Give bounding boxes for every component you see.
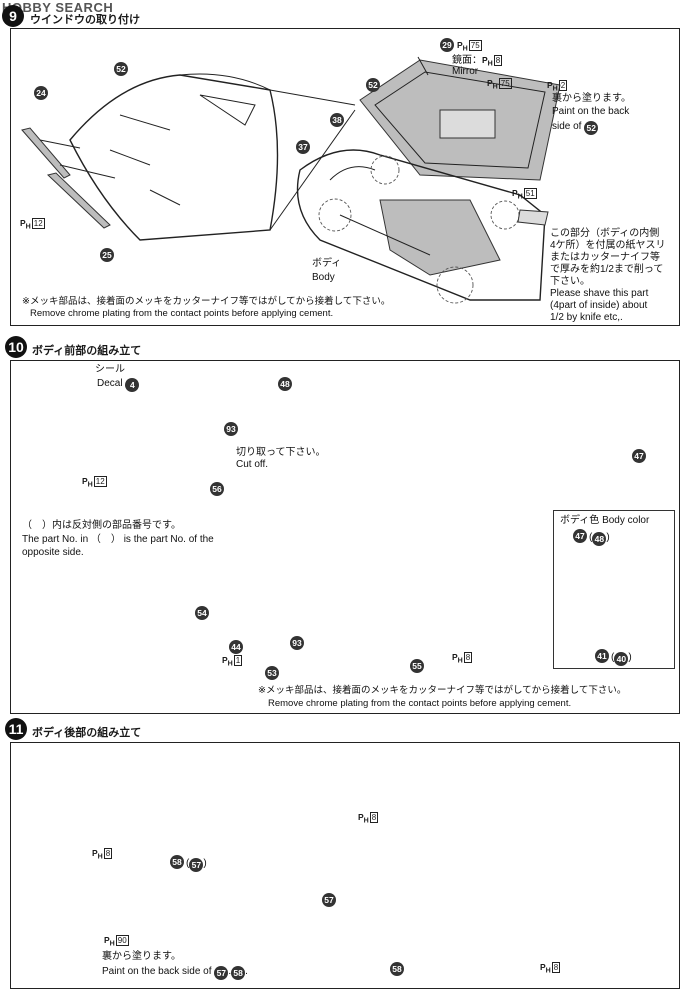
shave-jp-1: この部分（ボディの内側 [550, 228, 660, 239]
part-58-marker: 58 [170, 855, 184, 869]
back-paint-en1: Paint on the back [552, 106, 630, 117]
part-52-marker: 52 [114, 62, 128, 76]
part-48-marker: 48 [278, 377, 292, 391]
shave-en-1: Please shave this part [550, 288, 649, 299]
shave-jp-3: またはカッターナイフ等 [550, 252, 660, 263]
part-93b-marker: 93 [290, 636, 304, 650]
body-en-label: Body [312, 272, 335, 283]
body-jp-label: ボディ [312, 258, 342, 269]
back-paint-en2: side of 52 [552, 119, 599, 135]
step-9-title: ウインドウの取り付け [30, 14, 140, 26]
cut-en-label: Cut off. [236, 459, 269, 470]
part-41-marker: 41 [595, 649, 609, 663]
part-57-opposite: (57) [186, 858, 207, 872]
cut-jp-label: 切り取って下さい。 [236, 447, 326, 458]
step-11-badge: 11 [5, 718, 27, 740]
part-53-marker: 53 [265, 666, 279, 680]
step-11-panel [10, 742, 680, 989]
body-color-box [553, 510, 675, 669]
part-37-marker: 37 [296, 140, 310, 154]
step-10-title: ボディ前部の組み立て [32, 345, 142, 357]
watermark-logo: HOBBY SEARCH [2, 0, 114, 15]
step-10-badge: 10 [5, 336, 27, 358]
part-24-marker: 24 [34, 86, 48, 100]
step-9-note-jp: ※メッキ部品は、接着面のメッキをカッターナイフ等ではがしてから接着して下さい。 [22, 296, 391, 307]
shave-en-2: (4part of inside) about [550, 300, 648, 311]
part-48-opposite: (48) [589, 532, 610, 546]
part-58b-marker: 58 [390, 962, 404, 976]
back-paint-jp-11: 裏から塗ります。 [102, 951, 181, 962]
shave-jp-5: 下さい。 [550, 276, 590, 287]
part-29-marker: 29 [440, 38, 454, 52]
part-54-marker: 54 [195, 606, 209, 620]
part-40-opposite: (40) [611, 652, 632, 666]
mirror-en-label: Mirror [452, 66, 479, 77]
roof-window-drawing [359, 56, 561, 181]
opposite-note-jp: （ ）内は反対側の部品番号です。 [22, 520, 181, 531]
windshield-drawing [69, 73, 279, 241]
opposite-note-en1: The part No. in （ ） is the part No. of t… [22, 534, 214, 545]
part-25-marker: 25 [100, 248, 114, 262]
step-10-panel [10, 360, 680, 714]
step-9-note-en: Remove chrome plating from the contact p… [30, 308, 334, 319]
step-9-badge: 9 [2, 5, 24, 27]
part-44-marker: 44 [229, 640, 243, 654]
part-93-marker: 93 [224, 422, 238, 436]
step-11-title: ボディ後部の組み立て [32, 727, 142, 739]
decal-jp-label: シール [95, 364, 125, 375]
shave-jp-4: で厚みを約1/2まで削って [550, 264, 664, 275]
back-paint-en-11: Paint on the back side of 57.58. [102, 966, 248, 980]
body-color-label: ボディ色 Body color [560, 515, 650, 526]
shave-jp-2: 4ケ所）を付属の紙ヤスリ [550, 240, 666, 251]
part-56-marker: 56 [210, 482, 224, 496]
opposite-note-en2: opposite side. [22, 547, 84, 558]
car-body-drawing [296, 149, 549, 304]
wiper-drawing [21, 127, 116, 229]
back-paint-jp: 裏から塗ります。 [552, 93, 631, 104]
part-38-marker: 38 [330, 113, 344, 127]
step-9-panel [10, 28, 680, 326]
shave-en-3: 1/2 by knife etc,. [550, 312, 623, 323]
part-57-marker: 57 [322, 893, 336, 907]
part-52b-marker: 52 [366, 78, 380, 92]
part-55-marker: 55 [410, 659, 424, 673]
part-47b-marker: 47 [573, 529, 587, 543]
decal-en-label: Decal 4 [97, 376, 140, 392]
step-10-note-jp: ※メッキ部品は、接着面のメッキをカッターナイフ等ではがしてから接着して下さい。 [258, 685, 627, 696]
step-10-note-en: Remove chrome plating from the contact p… [268, 698, 572, 709]
part-47-marker: 47 [632, 449, 646, 463]
